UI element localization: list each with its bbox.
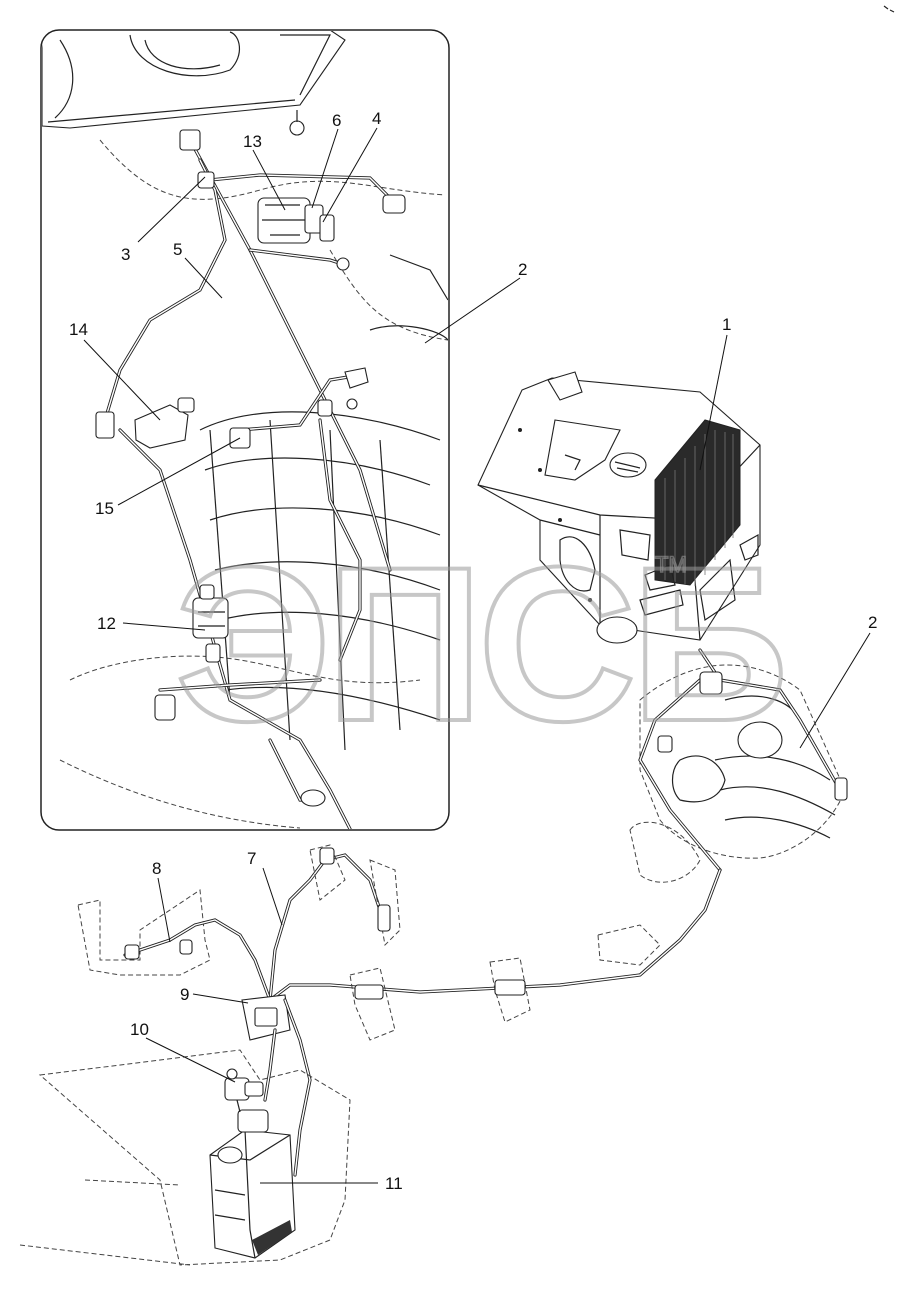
heater-valve-12 [192, 584, 229, 663]
pump-module-13 [257, 197, 324, 244]
callout-12: 12 [97, 614, 116, 633]
callout-5: 5 [173, 240, 182, 259]
control-box-1 [477, 371, 761, 644]
callout-3: 3 [121, 245, 130, 264]
callout-4: 4 [372, 109, 381, 128]
callout-labels: 1 2 2 3 4 5 6 7 8 9 10 11 12 13 14 15 [69, 109, 877, 1193]
callout-6: 6 [332, 111, 341, 130]
aftertreatment-cylinder [199, 254, 448, 751]
aftertreatment-unit-2 [629, 648, 848, 883]
callout-2b: 2 [868, 613, 877, 632]
engine-outline-dashed [99, 139, 446, 200]
valve-10 [224, 1068, 264, 1113]
lower-fitting [154, 694, 326, 807]
callout-15: 15 [95, 499, 114, 518]
callout-10: 10 [130, 1020, 149, 1039]
callout-7: 7 [247, 849, 256, 868]
fitting-6 [319, 214, 335, 242]
callout-2a: 2 [518, 260, 527, 279]
callout-9: 9 [180, 985, 189, 1004]
watermark: ЭПСБ TM [173, 519, 791, 769]
nozzle-fitting-right [336, 194, 406, 271]
callout-14: 14 [69, 320, 88, 339]
supply-line-main [268, 868, 722, 1041]
bracket-8 [77, 889, 272, 1002]
tank-11 [19, 1049, 351, 1266]
grille [654, 419, 741, 586]
leader-lines [83, 127, 871, 1184]
callout-13: 13 [243, 132, 262, 151]
sensor-14 [95, 397, 195, 449]
watermark-text: ЭПСБ [175, 521, 783, 767]
corner-mark [883, 5, 895, 13]
watermark-trademark: TM [655, 552, 687, 577]
detail-inset [40, 29, 450, 831]
cab-floor-panel [42, 31, 346, 129]
line-7 [268, 844, 401, 1002]
controller-9 [241, 994, 312, 1177]
connector-3 [179, 129, 215, 189]
callout-8: 8 [152, 859, 161, 878]
callout-11: 11 [385, 1174, 403, 1193]
bracket-fittings-mid [317, 367, 369, 417]
callout-1: 1 [722, 315, 731, 334]
